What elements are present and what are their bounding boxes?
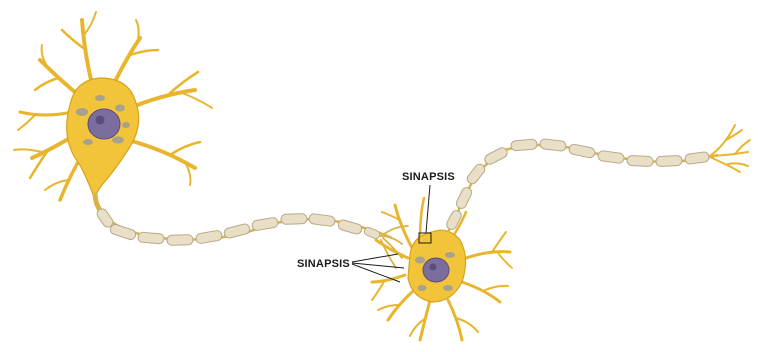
postsynaptic-nucleus: [423, 258, 449, 282]
presynaptic-nucleus: [88, 109, 120, 139]
postsynaptic-neuron: [372, 198, 512, 340]
postsynaptic-axon: [445, 125, 750, 232]
synapse-label-upper: SINAPSIS: [402, 171, 455, 183]
presynaptic-myelin-sheath: [95, 207, 381, 246]
presynaptic-axon-hillock: [95, 195, 100, 210]
postsynaptic-myelin-sheath: [445, 138, 710, 231]
postsynaptic-nucleolus: [430, 264, 437, 271]
synapse-callout-lower: SINAPSIS: [297, 254, 404, 282]
synapse-label-lower: SINAPSIS: [297, 258, 350, 270]
postsynaptic-axon-terminals: [710, 125, 750, 172]
presynaptic-axon: [95, 207, 408, 268]
presynaptic-neuron: [14, 12, 212, 210]
presynaptic-nucleolus: [96, 116, 105, 125]
synapse-leader-upper: [426, 185, 430, 233]
